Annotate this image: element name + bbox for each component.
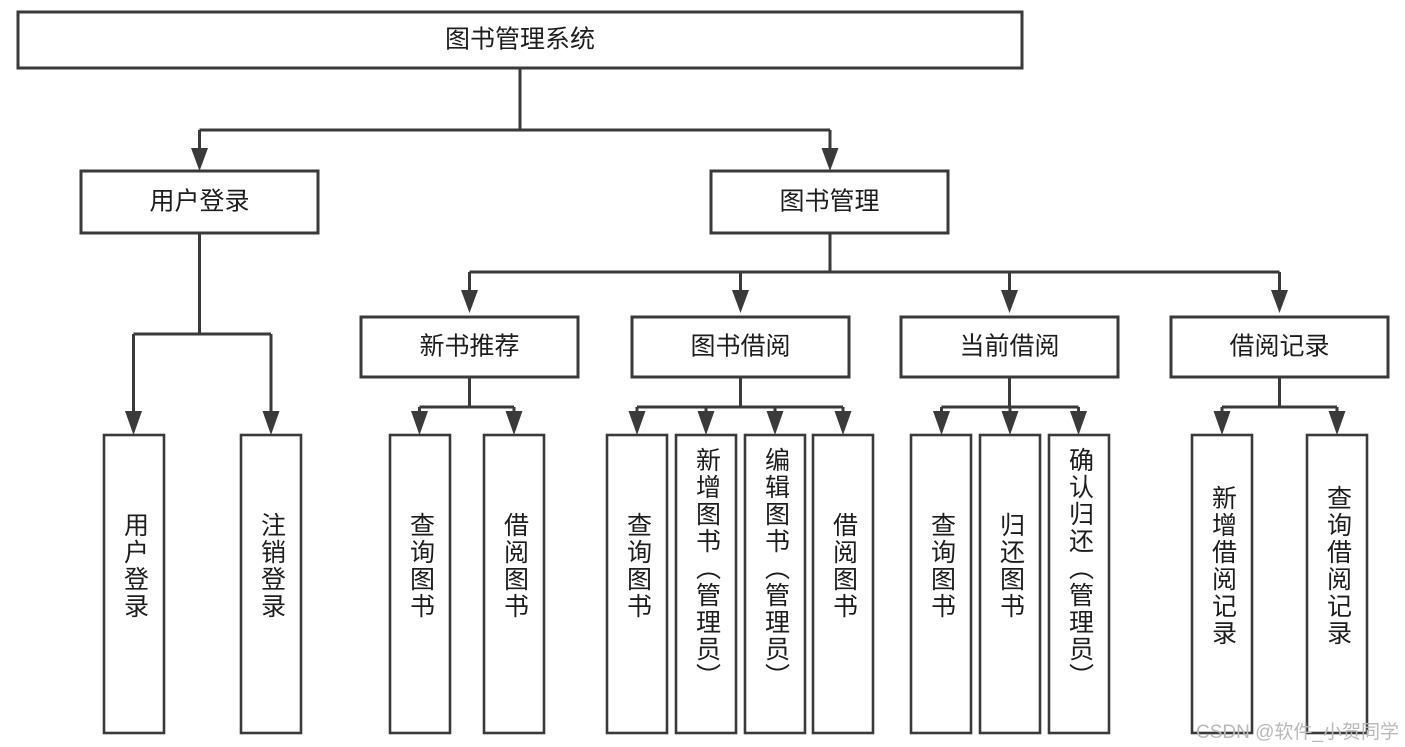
node-box-leaf-borrow-book-1[interactable] xyxy=(482,433,546,735)
node-box-leaf-edit-book[interactable] xyxy=(743,433,807,735)
node-label-user-login: 用户登录 xyxy=(149,188,249,216)
node-box-user-login[interactable] xyxy=(79,169,320,235)
node-box-leaf-query-book-3[interactable] xyxy=(909,433,973,735)
node-box-leaf-query-book-2[interactable] xyxy=(605,433,669,735)
node-box-leaf-query-record[interactable] xyxy=(1305,433,1369,735)
connector-current-borrow-to-leaves xyxy=(933,377,1087,435)
node-box-leaf-add-book[interactable] xyxy=(674,433,738,735)
connector-book-management-to-level3 xyxy=(461,233,1288,313)
connector-borrow-record-to-leaves xyxy=(1213,377,1346,435)
node-box-current-borrow[interactable] xyxy=(899,315,1120,379)
node-label-root: 图书管理系统 xyxy=(445,26,595,54)
connector-user-login-to-leaves xyxy=(125,233,280,435)
connector-root-to-level2 xyxy=(191,68,839,171)
node-box-leaf-user-login[interactable] xyxy=(102,433,166,735)
node-box-leaf-query-book-1[interactable] xyxy=(388,433,452,735)
node-box-leaf-borrow-book-2[interactable] xyxy=(811,433,875,735)
node-box-leaf-user-logout[interactable] xyxy=(239,433,303,735)
node-box-root[interactable] xyxy=(16,10,1024,70)
csdn-watermark: CSDN @软件_小贺同学 xyxy=(1196,722,1399,743)
node-box-leaf-confirm-return[interactable] xyxy=(1047,433,1111,735)
connector-book-borrow-to-leaves xyxy=(628,377,852,435)
connector-new-book-recommend-to-leaves xyxy=(411,377,523,435)
node-label-new-book-recommend: 新书推荐 xyxy=(419,333,519,361)
node-box-leaf-add-record[interactable] xyxy=(1190,433,1254,735)
node-box-leaf-return-book[interactable] xyxy=(978,433,1042,735)
node-label-current-borrow: 当前借阅 xyxy=(959,333,1059,361)
node-label-book-borrow: 图书借阅 xyxy=(690,333,790,361)
node-box-borrow-record[interactable] xyxy=(1169,315,1390,379)
node-box-book-management[interactable] xyxy=(709,169,950,235)
node-label-borrow-record: 借阅记录 xyxy=(1229,333,1329,361)
node-label-book-management: 图书管理 xyxy=(779,188,879,216)
node-box-book-borrow[interactable] xyxy=(630,315,851,379)
node-box-new-book-recommend[interactable] xyxy=(359,315,580,379)
